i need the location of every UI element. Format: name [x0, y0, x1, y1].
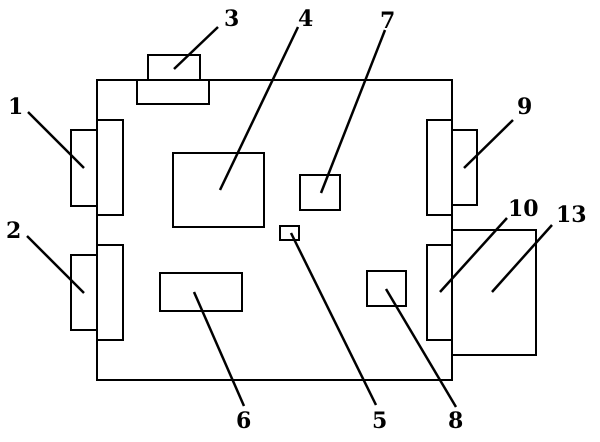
component-3-top-connector-cap [147, 54, 201, 81]
component-6-block [159, 272, 243, 312]
leader-line-9 [463, 119, 514, 169]
label-6: 6 [236, 408, 251, 434]
label-5: 5 [372, 408, 387, 434]
main-housing [96, 79, 453, 381]
component-1-inner-block [96, 119, 124, 216]
label-7: 7 [380, 8, 395, 34]
leader-line-1 [27, 111, 85, 169]
component-9-inner-block [426, 119, 453, 216]
leader-line-8 [384, 288, 458, 408]
component-5-block [279, 225, 300, 241]
component-3-top-connector-base [136, 79, 210, 105]
leader-line-4 [218, 26, 300, 191]
leader-line-2 [26, 235, 85, 294]
label-4: 4 [298, 6, 313, 32]
component-13-block [451, 229, 537, 356]
component-4-block [172, 152, 265, 228]
leader-line-10 [439, 217, 508, 293]
leader-line-5 [289, 232, 378, 406]
label-8: 8 [448, 408, 463, 434]
label-9: 9 [517, 94, 532, 120]
component-8-block [366, 270, 407, 307]
label-2: 2 [6, 218, 21, 244]
label-13: 13 [556, 202, 587, 228]
leader-line-13 [491, 224, 553, 293]
component-10-block [426, 244, 453, 341]
leader-line-6 [192, 291, 246, 407]
label-3: 3 [224, 6, 239, 32]
component-2-inner-block [96, 244, 124, 341]
leader-line-3 [173, 26, 219, 70]
leader-line-7 [319, 29, 387, 194]
label-10: 10 [508, 196, 539, 222]
label-1: 1 [8, 94, 23, 120]
